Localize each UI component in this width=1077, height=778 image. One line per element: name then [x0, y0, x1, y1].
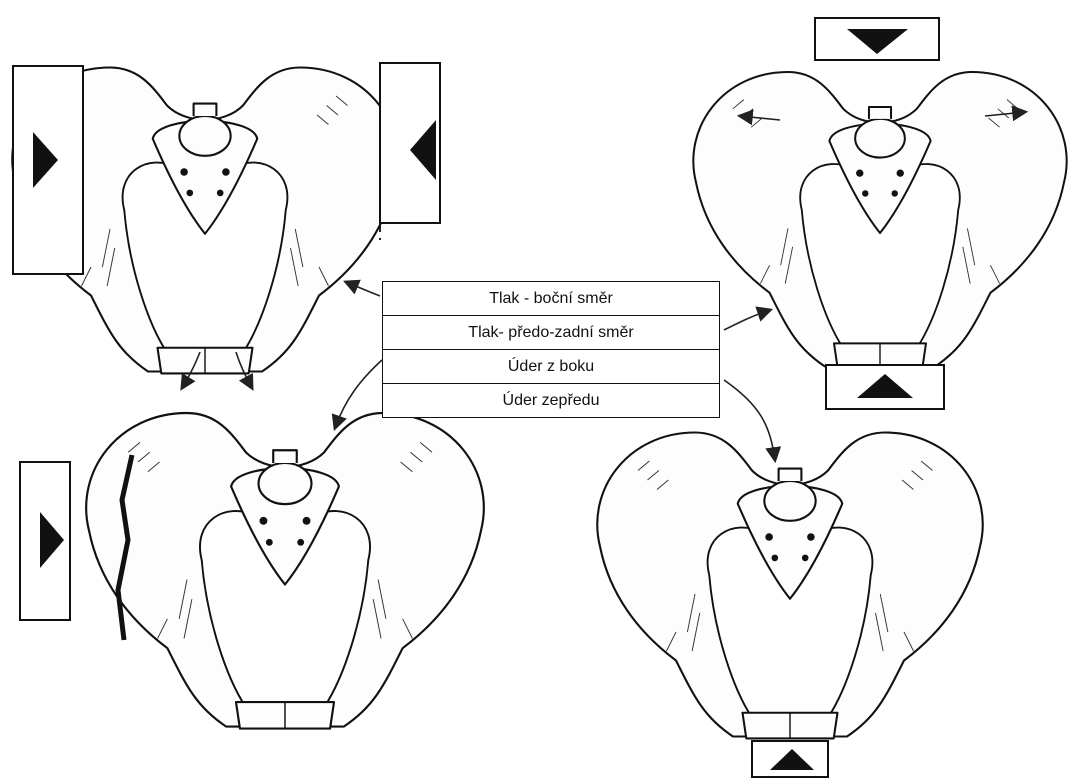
pelvis-lateral-compression	[12, 63, 440, 373]
legend-item-front-impact: Úder zepředu	[383, 384, 719, 417]
injury-mechanism-legend: Tlak - boční směr Tlak- předo-zadní směr…	[382, 281, 720, 418]
pelvis-side-impact	[20, 413, 484, 729]
legend-item-ap-pressure: Tlak- předo-zadní směr	[383, 316, 719, 350]
pelvis-ap-compression	[693, 18, 1066, 409]
legend-item-lateral-pressure: Tlak - boční směr	[383, 282, 719, 316]
legend-item-side-impact: Úder z boku	[383, 350, 719, 384]
pelvis-frontal-impact	[597, 433, 982, 778]
